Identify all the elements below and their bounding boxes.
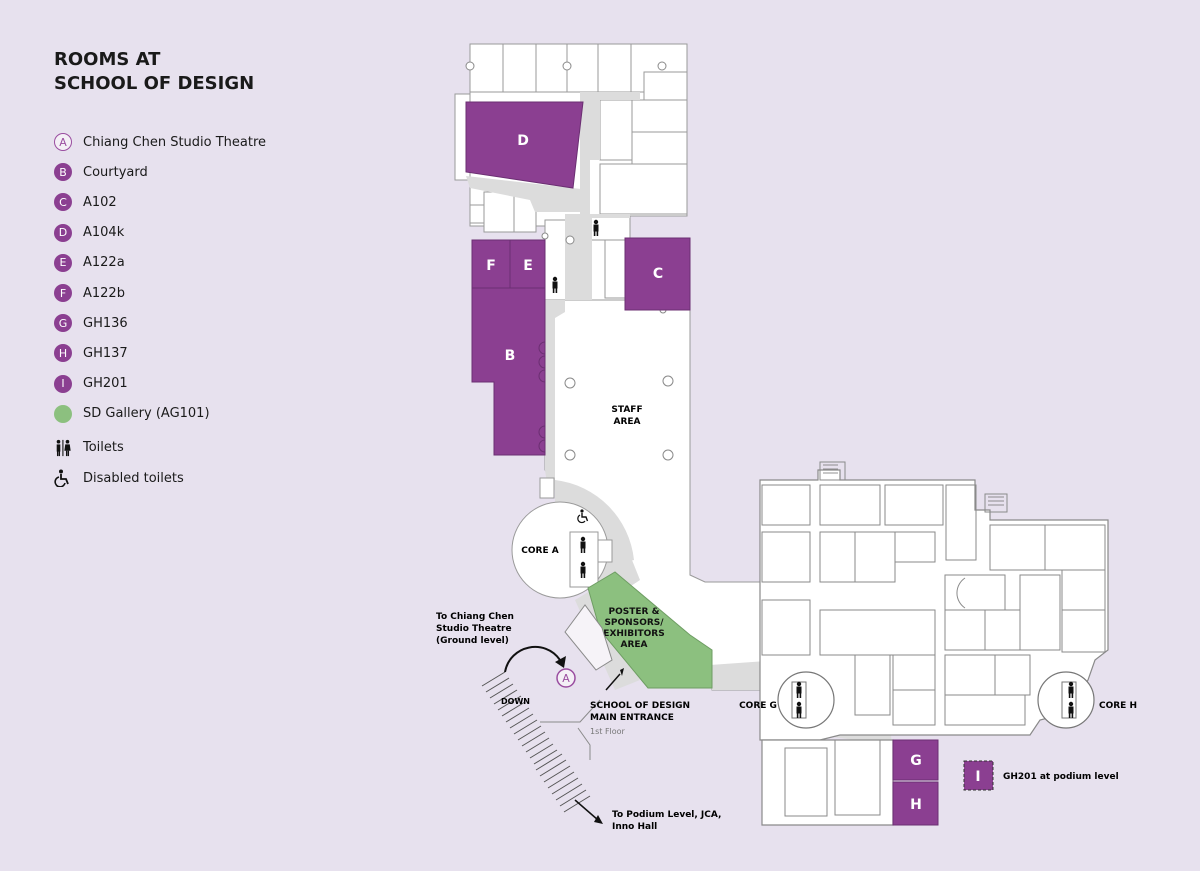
room-d-label: D [517, 133, 529, 149]
title-line-1: ROOMS AT [54, 49, 161, 70]
toilets-icon [54, 438, 72, 458]
legend-badge-gallery [54, 404, 72, 423]
legend-badge-e: E [54, 253, 72, 272]
down-label: DOWN [501, 697, 530, 706]
legend-item-c: C A102 [54, 187, 384, 217]
room-i-label: I [975, 769, 980, 785]
room-h[interactable]: H [892, 781, 939, 826]
gallery-line-3: EXHIBITORS [603, 629, 664, 639]
legend-badge-a: A [54, 133, 72, 152]
core-h [1037, 671, 1095, 729]
columns [465, 61, 674, 461]
legend-badge-b: B [54, 163, 72, 182]
legend-item-toilets: Toilets [54, 433, 384, 463]
room-a-label: A [562, 672, 570, 685]
legend-label-d: A104k [83, 225, 125, 241]
legend-badge-f: F [54, 284, 72, 303]
legend-label-i: GH201 [83, 376, 128, 392]
legend-item-g: G GH136 [54, 308, 384, 338]
legend-badge-h: H [54, 344, 72, 363]
core-h-label: CORE H [1099, 701, 1137, 711]
wheelchair-icon [54, 469, 72, 488]
legend-label-a: Chiang Chen Studio Theatre [83, 134, 267, 150]
room-e[interactable]: E [509, 239, 546, 289]
legend-item-a: A Chiang Chen Studio Theatre [54, 127, 384, 157]
to-podium-line-1: To Podium Level, JCA, [612, 810, 721, 820]
legend-label-h: GH137 [83, 345, 128, 361]
title-line-2: SCHOOL OF DESIGN [54, 73, 255, 94]
room-i-box[interactable]: I [963, 760, 994, 791]
room-c[interactable]: C [624, 237, 691, 311]
to-theatre-line-1: To Chiang Chen [436, 612, 514, 622]
right-wing [759, 461, 1109, 826]
legend-label-f: A122b [83, 285, 125, 301]
room-b-label: B [505, 348, 516, 364]
legend-item-f: F A122b [54, 278, 384, 308]
room-h-label: H [910, 797, 922, 813]
room-g[interactable]: G [892, 739, 939, 781]
gallery-area[interactable]: POSTER & SPONSORS/ EXHIBITORS AREA [587, 571, 713, 689]
legend-label-e: A122a [83, 255, 125, 271]
core-a-label: CORE A [521, 546, 558, 556]
legend-label-toilets: Toilets [83, 440, 124, 456]
page-title: ROOMS AT SCHOOL OF DESIGN [54, 48, 254, 96]
stairs-down [481, 671, 591, 813]
entrance-line-1: SCHOOL OF DESIGN [590, 701, 690, 711]
to-theatre-line-3: (Ground level) [436, 636, 509, 646]
gallery-line-2: SPONSORS/ [604, 618, 664, 628]
legend-label-disabled-toilets: Disabled toilets [83, 470, 184, 486]
legend-badge-c: C [54, 193, 72, 212]
to-podium-line-2: Inno Hall [612, 822, 657, 832]
room-d[interactable]: D [465, 101, 584, 189]
room-b[interactable]: B [471, 287, 546, 456]
down-arrow [504, 645, 561, 673]
gallery-line-1: POSTER & [609, 607, 660, 617]
legend-badge-d: D [54, 223, 72, 242]
legend: A Chiang Chen Studio Theatre B Courtyard… [54, 127, 384, 493]
staff-area-line-2: AREA [613, 417, 640, 427]
room-f[interactable]: F [471, 239, 511, 289]
floor-label: 1st Floor [590, 727, 626, 736]
legend-item-h: H GH137 [54, 338, 384, 368]
legend-item-gallery: SD Gallery (AG101) [54, 399, 384, 429]
legend-item-d: D A104k [54, 218, 384, 248]
legend-label-c: A102 [83, 194, 117, 210]
entrance-line-2: MAIN ENTRANCE [590, 713, 674, 723]
room-a-badge[interactable]: A [556, 668, 576, 688]
room-f-label: F [486, 258, 496, 274]
staff-area-line-1: STAFF [611, 405, 642, 415]
legend-item-disabled-toilets: Disabled toilets [54, 463, 384, 493]
core-g [777, 671, 835, 729]
legend-item-b: B Courtyard [54, 157, 384, 187]
legend-item-i: I GH201 [54, 369, 384, 399]
legend-label-g: GH136 [83, 315, 128, 331]
core-a [511, 477, 613, 599]
core-a-wheelchair-icon [577, 509, 589, 524]
legend-label-gallery: SD Gallery (AG101) [83, 406, 210, 422]
room-g-label: G [910, 753, 922, 769]
room-c-label: C [653, 266, 663, 282]
entrance-structure [564, 604, 613, 671]
legend-label-b: Courtyard [83, 164, 148, 180]
gh201-note: GH201 at podium level [1003, 772, 1119, 782]
legend-badge-g: G [54, 314, 72, 333]
gallery-line-4: AREA [620, 640, 647, 650]
room-e-label: E [523, 258, 533, 274]
core-g-label: CORE G [739, 701, 777, 711]
legend-item-e: E A122a [54, 248, 384, 278]
to-theatre-line-2: Studio Theatre [436, 624, 512, 634]
legend-badge-i: I [54, 374, 72, 393]
